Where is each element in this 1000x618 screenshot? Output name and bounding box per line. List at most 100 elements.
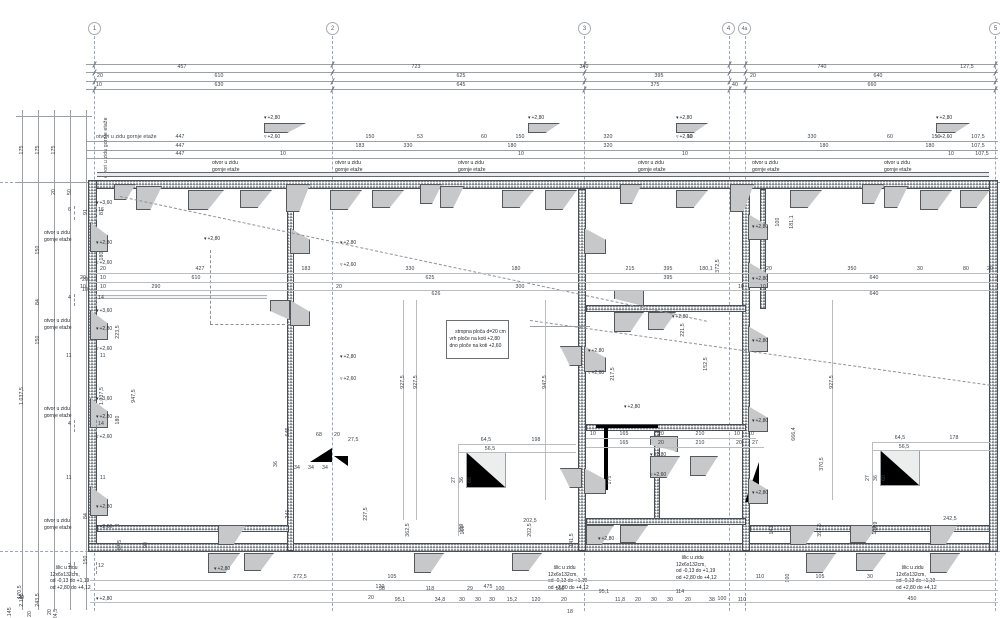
edge-mark: 20 [82, 277, 88, 283]
elevation-marker: ▾+3,60 [96, 308, 113, 314]
elevation-marker: ▾+2,80 [752, 276, 769, 282]
opening-label: otvor u zidu gornje etaže [638, 160, 666, 173]
detail-dim: 64,5 [894, 435, 906, 441]
elevation-value: +2,60 [591, 370, 605, 376]
dim-bottom: 110 [755, 574, 765, 580]
elevation-marker: ▾+2,80 [340, 354, 357, 360]
elevation-marker: ▾+2,80 [752, 490, 769, 496]
dim-inner-room: 10 [590, 431, 596, 437]
dim-openings: 107,5 [971, 134, 985, 140]
opening-label: otvor u zidu gornje etaže [44, 406, 72, 419]
dim-openings: 10 [518, 151, 524, 157]
dim-bottom: 118 [425, 586, 435, 592]
interior-wall-h-c [586, 518, 746, 525]
dim-openings: 10 [280, 151, 286, 157]
dim-inner-v: 241 [285, 509, 291, 519]
dim-bottom: 450 [907, 596, 917, 602]
dim-bottom: 20 [18, 595, 24, 601]
slit-note-mid2-text: šlic u zidu 12x6x132cm, od -0,13 do +1,1… [676, 554, 717, 581]
dim-bottom: 150 [555, 586, 565, 592]
opening-wedge [676, 190, 708, 208]
opening-wedge [218, 525, 246, 545]
slab-band-top [97, 172, 989, 177]
dim-openings: 107,5 [975, 151, 989, 157]
dim-bottom: 30 [475, 597, 481, 603]
elevation-value: +2,60 [679, 134, 693, 140]
dim-openings: 10 [682, 151, 688, 157]
dim-inner-v: 152,5 [703, 357, 709, 371]
dim-inner-room: 175 [607, 475, 613, 485]
elevation-marker: ▾+2,80 [936, 115, 953, 121]
dim-openings: 330 [403, 143, 413, 149]
grid-bubble[interactable]: 5 [989, 22, 1000, 35]
grid-bubble[interactable]: 2 [326, 22, 339, 35]
dim-inner-h: 68 [316, 432, 322, 438]
elevation-marker: ▾+2,80 [752, 338, 769, 344]
opening-wedge [136, 186, 162, 210]
dim-inner-v: 90 [143, 542, 149, 548]
section-line-d [210, 324, 290, 325]
elevation-marker: ▾+2,80 [204, 236, 221, 242]
opening-wedge [264, 123, 306, 133]
dim-left: 175 [19, 145, 25, 155]
opening-wedge [690, 456, 718, 476]
dim-bottom: 38 [709, 597, 715, 603]
dim-bottom: 38 [379, 586, 385, 592]
dim-openings: 183 [355, 143, 365, 149]
dim-mid: 10 [100, 284, 106, 290]
dim-openings: 150 [515, 134, 525, 140]
slit-note-right-text: šlic u zidu 12x6x132cm, od -0,13 do +1,1… [896, 564, 937, 591]
grid-bubble[interactable]: 3 [578, 22, 591, 35]
grid-bubble-label: 4a [741, 25, 748, 32]
opening-wedge [730, 184, 754, 212]
dim-openings: 330 [807, 134, 817, 140]
dim-bottom: 120 [531, 597, 541, 603]
elevation-value: +2,80 [99, 414, 113, 420]
elevation-marker: ▾+2,80 [598, 536, 615, 542]
edge-mark: 14 [98, 295, 104, 301]
dim-inner-v: 87,5 [117, 539, 123, 551]
slab-note: stropna ploča d=20 cm vrh ploče na koti … [446, 320, 510, 359]
elevation-value: +2,80 [343, 354, 357, 360]
dim-inner-h: 34 [294, 465, 300, 471]
slit-note-left-text: šlic u zidu 12x6x132cm, od -0,13 do +1,1… [50, 564, 91, 591]
dim-top: 645 [456, 82, 466, 88]
dim-bottom: 100 [717, 596, 727, 602]
dim-bottom: 114 [675, 589, 685, 595]
slab-note-leader [530, 326, 590, 327]
detail-dim: 60 [881, 475, 887, 481]
dim-inner-room: 210 [695, 440, 705, 446]
elevation-value: +2,60 [99, 260, 113, 266]
grid-bubble[interactable]: 4a [738, 22, 751, 35]
elevation-marker: ▿+2,60 [588, 370, 605, 376]
direction-arrow [334, 456, 348, 466]
elevation-value: +2,80 [755, 276, 769, 282]
dim-top: 395 [654, 73, 664, 79]
dim-inner-room: 20 [658, 440, 664, 446]
dim-bottom: 15,2 [506, 597, 518, 603]
slab-band-mid [97, 295, 267, 299]
dim-inner-room: 20 [658, 431, 664, 437]
direction-arrow [310, 448, 332, 462]
opening-wedge [502, 190, 534, 208]
grid-bubble[interactable]: 4 [722, 22, 735, 35]
opening-wedge [420, 184, 442, 204]
grid-bubble-label: 4 [726, 25, 731, 32]
opening-wedge [960, 190, 990, 208]
dim-right: 143 [769, 525, 775, 535]
grid-bubble[interactable]: 1 [88, 22, 101, 35]
elevation-value: +2,60 [99, 346, 113, 352]
edge-mark: 2 [68, 563, 71, 569]
opening-wedge [290, 300, 310, 326]
elevation-value: +2,80 [755, 418, 769, 424]
dim-mid: 180,1 [699, 266, 713, 272]
dim-inner-h: 34 [308, 465, 314, 471]
elevation-marker: ▾+2,80 [650, 452, 667, 458]
opening-label: otvor u zidu gornje etaže [44, 518, 72, 531]
dim-mid: 350 [847, 266, 857, 272]
edge-mark: 14 [98, 421, 104, 427]
dim-left: 50 [67, 189, 73, 195]
dim-openings: 180 [819, 143, 829, 149]
dim-right: 100 [775, 217, 781, 227]
elevation-marker: ▿+2,60 [96, 346, 113, 352]
